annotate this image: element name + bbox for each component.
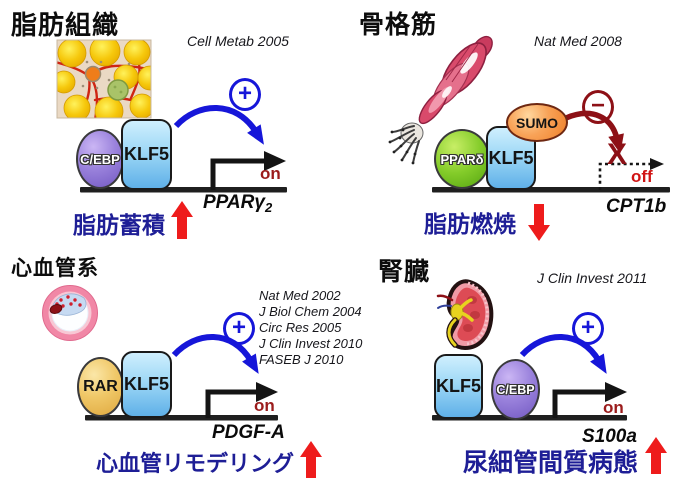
klf5-label: KLF5: [488, 147, 534, 168]
adipose-tissue-image: [56, 39, 152, 119]
plus-sign: +: [231, 314, 246, 341]
up-arrow-icon-adipose: [171, 201, 193, 239]
adipose-outcome-label: 脂肪蓄積: [73, 212, 165, 238]
plus-sign: +: [580, 314, 595, 341]
adipose-title: 脂肪組織: [11, 10, 120, 40]
activation-arrow-adipose: [173, 105, 264, 145]
cardio-citation: Circ Res 2005: [259, 320, 342, 335]
cardio-citation: J Biol Chem 2004: [259, 304, 362, 319]
activation-arrow-kidney: [519, 334, 607, 374]
cardio-citation-list: Nat Med 2002 J Biol Chem 2004 Circ Res 2…: [259, 288, 362, 368]
minus-sign: −: [590, 92, 605, 119]
promoter-arrow-kidney: [552, 382, 627, 418]
adipose-citation: Cell Metab 2005: [187, 33, 289, 49]
kidney-gene-label: S100a: [582, 426, 637, 447]
klf5-label: KLF5: [124, 374, 169, 394]
cebp-label: C/EBP: [80, 151, 120, 167]
klf5-factor-adipose: KLF5: [121, 119, 172, 190]
promoter-arrow-muscle-blocked: [598, 158, 664, 190]
promoter-arrow-adipose: [210, 151, 286, 190]
cardio-outcome-label: 心血管リモデリング: [96, 451, 295, 476]
muscle-gene-label: CPT1b: [606, 196, 667, 217]
plus-sign: +: [237, 80, 252, 107]
minus-icon-muscle: −: [582, 90, 614, 124]
cardio-citation: J Clin Invest 2010: [259, 336, 363, 351]
promoter-arrow-cardio: [205, 382, 278, 418]
klf5-label: KLF5: [124, 144, 169, 164]
sumo-label: SUMO: [516, 114, 558, 131]
kidney-title: 腎臓: [378, 258, 431, 286]
plus-icon-adipose: +: [229, 78, 261, 111]
rar-label: RAR: [83, 378, 118, 395]
kidney-on-label: on: [603, 398, 624, 417]
gene-main: PPARγ: [203, 192, 265, 213]
cebp-factor-kidney: C/EBP: [491, 359, 540, 420]
activation-arrow-cardio: [171, 334, 259, 374]
dna-line-cardio: [85, 415, 278, 421]
skeletal-muscle-icon: [388, 35, 493, 165]
adipose-on-label: on: [260, 164, 281, 183]
gene-subscript: 2: [264, 200, 273, 215]
blocked-x-icon: X: [607, 138, 628, 171]
ppard-label: PPARδ: [440, 151, 484, 167]
adipose-gene-label: PPARγ2: [203, 192, 272, 215]
cardio-gene-label: PDGF-A: [212, 422, 285, 443]
kidney-icon: [436, 279, 494, 350]
klf5-factor-cardio: KLF5: [121, 351, 172, 418]
cardio-citation: Nat Med 2002: [259, 288, 341, 303]
dna-line-kidney: [432, 415, 627, 421]
up-arrow-icon-kidney: [645, 437, 667, 474]
kidney-citation: J Clin Invest 2011: [537, 270, 648, 286]
cardio-citation: FASEB J 2010: [259, 352, 344, 367]
klf5-factor-kidney: KLF5: [434, 354, 483, 419]
up-arrow-icon-cardio: [300, 441, 322, 478]
cebp-label: C/EBP: [496, 382, 535, 397]
plus-icon-kidney: +: [572, 312, 604, 345]
sumo-modifier-muscle: SUMO: [506, 103, 568, 142]
cardio-title: 心血管系: [11, 257, 99, 280]
rar-factor-cardio: RAR: [77, 357, 124, 417]
cardio-on-label: on: [254, 396, 275, 415]
blood-vessel-icon: [42, 285, 98, 341]
muscle-citation: Nat Med 2008: [534, 33, 622, 49]
cebp-factor-adipose: C/EBP: [76, 129, 124, 189]
down-arrow-icon-muscle: [528, 204, 550, 241]
muscle-off-label: off: [631, 167, 653, 186]
plus-icon-cardio: +: [223, 312, 255, 345]
klf5-label: KLF5: [436, 376, 481, 396]
muscle-title: 骨格筋: [359, 11, 438, 39]
kidney-outcome-label: 尿細管間質病態: [463, 449, 639, 477]
ppard-factor-muscle: PPARδ: [434, 129, 490, 189]
muscle-outcome-label: 脂肪燃焼: [424, 211, 516, 237]
